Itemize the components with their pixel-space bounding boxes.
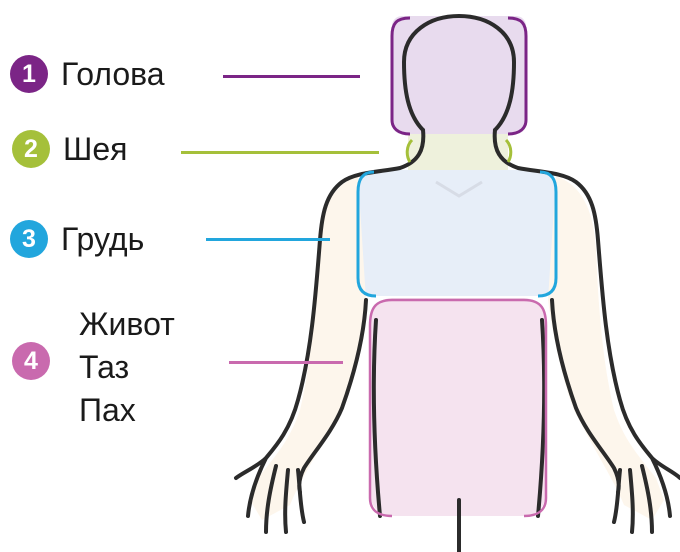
neck-leader-line: [181, 151, 379, 154]
label-groin: Пах: [79, 389, 175, 432]
right-arm-fill: [548, 176, 664, 520]
label-pelvis: Таз: [79, 346, 175, 389]
label-abdomen: Живот: [79, 303, 175, 346]
badge-4: 4: [12, 342, 50, 380]
abdomen-leader-line: [229, 361, 343, 364]
label-abdomen-group: Живот Таз Пах: [79, 303, 175, 432]
legend-abdomen: 4: [12, 342, 50, 380]
chest-leader-line: [206, 238, 330, 241]
chest-region-fill: [358, 170, 556, 296]
badge-2: 2: [12, 130, 50, 168]
legend-chest: 3 Грудь: [10, 220, 144, 258]
legend-neck: 2 Шея: [12, 130, 127, 168]
abdomen-region-fill: [370, 298, 546, 516]
label-head: Голова: [61, 58, 165, 90]
badge-1: 1: [10, 55, 48, 93]
label-neck: Шея: [63, 133, 127, 165]
head-leader-line: [223, 75, 360, 78]
legend-head: 1 Голова: [10, 55, 165, 93]
label-chest: Грудь: [61, 223, 144, 255]
badge-3: 3: [10, 220, 48, 258]
